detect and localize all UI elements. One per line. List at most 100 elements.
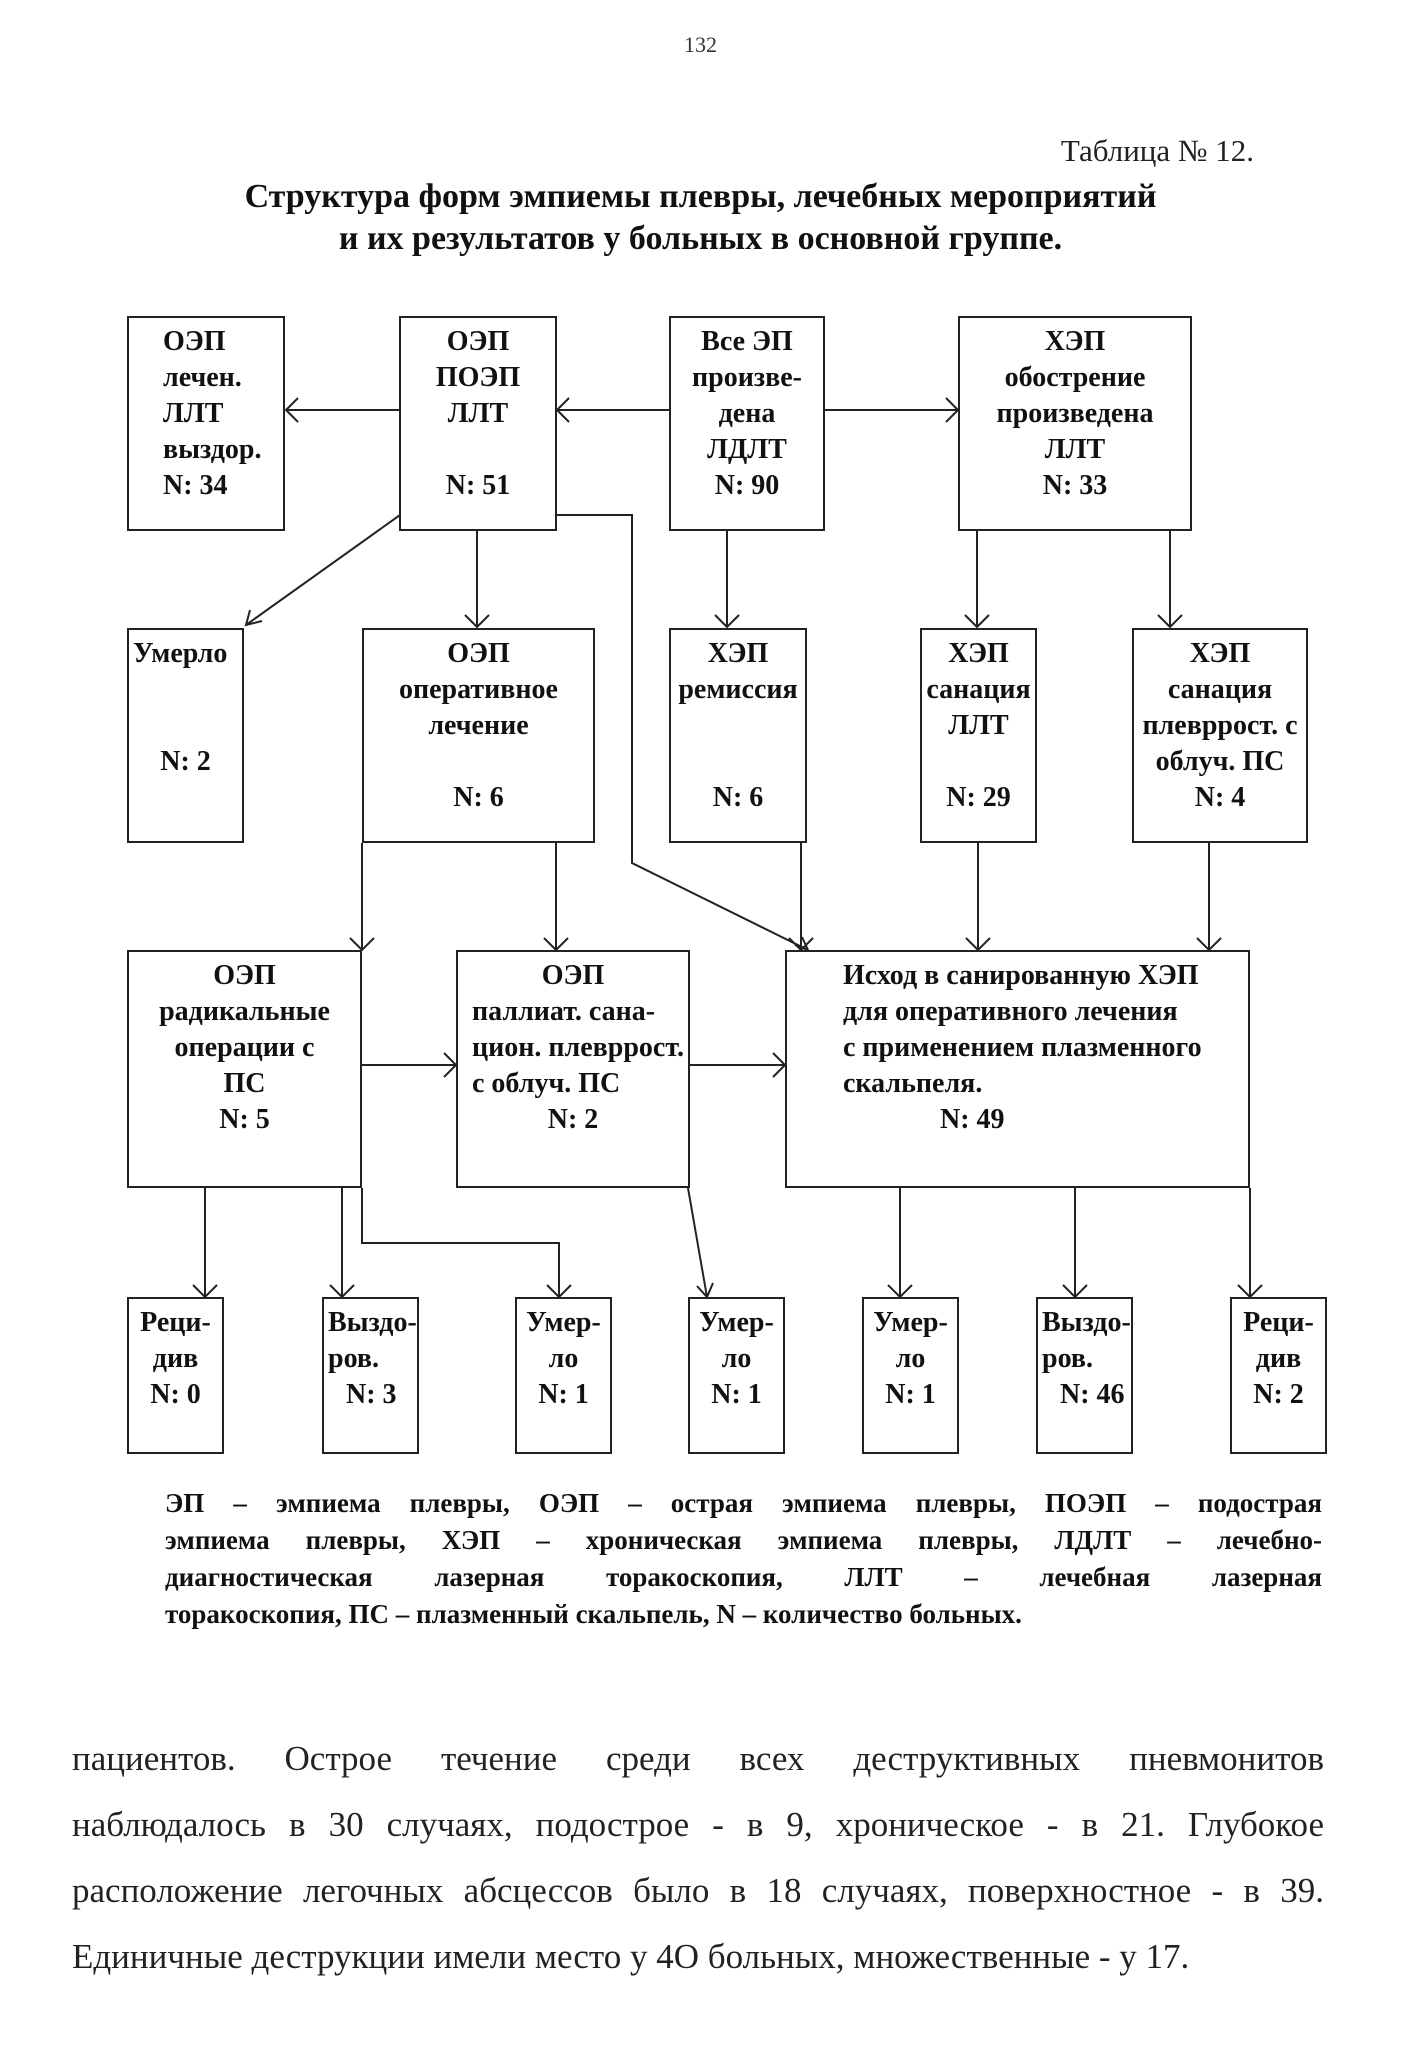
box-line: лечение bbox=[428, 710, 529, 741]
connector-line bbox=[245, 514, 401, 626]
box-line: оперативное bbox=[399, 674, 558, 705]
box-count: N: 4 bbox=[1194, 782, 1246, 813]
box-result-recovered-2: Выздо- ров. N: 46 bbox=[1036, 1297, 1133, 1454]
box-line: ОЭП bbox=[447, 638, 510, 669]
box-line: санация bbox=[1167, 674, 1273, 705]
box-line: лечен. bbox=[163, 362, 242, 393]
box-count: N: 2 bbox=[547, 1104, 599, 1135]
box-line: обострение bbox=[1004, 362, 1146, 393]
box-line: ОЭП bbox=[446, 326, 510, 357]
box-count: N: 90 bbox=[714, 470, 780, 501]
box-line: ОЭП bbox=[163, 326, 226, 357]
box-count: N: 3 bbox=[346, 1379, 397, 1410]
box-result-recovered-1: Выздо- ров. N: 3 bbox=[322, 1297, 419, 1454]
body-line: Единичные деструкции имели место у 4О бо… bbox=[72, 1937, 1190, 1976]
box-line: Умер- bbox=[873, 1307, 948, 1338]
box-count: N: 49 bbox=[940, 1104, 1005, 1135]
body-paragraph: пациентов. Острое течение среди всех дес… bbox=[72, 1726, 1324, 1990]
arrow-head bbox=[555, 397, 570, 423]
body-line: наблюдалось в 30 случаях, подострое - в … bbox=[72, 1805, 1324, 1844]
box-line bbox=[133, 672, 242, 708]
box-hep-sanation-llt: ХЭП санация ЛЛТ N: 29 bbox=[920, 628, 1037, 843]
arrow-head bbox=[349, 937, 375, 952]
box-line: Умер- bbox=[699, 1307, 774, 1338]
box-line: ХЭП bbox=[707, 638, 769, 669]
legend-line: ЭП – эмпиема плевры, ОЭП – острая эмпием… bbox=[165, 1488, 1322, 1518]
arrow-head bbox=[284, 397, 299, 423]
box-line: ЛЛТ bbox=[1044, 434, 1106, 465]
box-line: санация bbox=[926, 674, 1031, 705]
arrow-head bbox=[1157, 614, 1183, 629]
box-line: плевррост. с bbox=[1142, 710, 1298, 741]
box-line: Реци- bbox=[1243, 1307, 1314, 1338]
box-result-recurrence-2: Реци- див N: 2 bbox=[1230, 1297, 1327, 1454]
box-oep-operative: ОЭП оперативное лечение N: 6 bbox=[362, 628, 595, 843]
arrow-head bbox=[244, 609, 263, 627]
box-line: для оперативного лечения bbox=[843, 996, 1178, 1027]
box-line: ЛДЛТ bbox=[707, 434, 787, 465]
box-line: облуч. ПС bbox=[1155, 746, 1285, 777]
box-count: N: 5 bbox=[219, 1104, 270, 1135]
box-hep-exacerbation: ХЭП обострение произведена ЛЛТ N: 33 bbox=[958, 316, 1192, 531]
box-line: ХЭП bbox=[1044, 326, 1106, 357]
box-line: скальпеля. bbox=[843, 1068, 983, 1099]
legend-line: торакоскопия, ПС – плазменный скальпель,… bbox=[165, 1599, 1022, 1629]
box-line: ОЭП bbox=[213, 960, 276, 991]
box-count: N: 51 bbox=[445, 470, 511, 501]
box-line: Умер- bbox=[526, 1307, 601, 1338]
arrow-head bbox=[964, 614, 990, 629]
page-number: 132 bbox=[684, 32, 717, 57]
body-line: расположение легочных абсцессов было в 1… bbox=[72, 1871, 1324, 1910]
box-line: Все ЭП bbox=[701, 326, 793, 357]
box-line: ПС bbox=[223, 1068, 266, 1099]
box-count: N: 29 bbox=[946, 782, 1011, 813]
box-line: див bbox=[1255, 1343, 1302, 1374]
box-count: N: 2 bbox=[160, 746, 211, 777]
arrow-head bbox=[464, 614, 490, 629]
box-line: с применением плазменного bbox=[843, 1032, 1202, 1063]
box-line: Реци- bbox=[140, 1307, 211, 1338]
box-all-ep: Все ЭП произве- дена ЛДЛТ N: 90 bbox=[669, 316, 825, 531]
arrow-head bbox=[714, 614, 740, 629]
box-line: радикальные bbox=[159, 996, 330, 1027]
box-count: N: 6 bbox=[453, 782, 504, 813]
box-line bbox=[133, 708, 242, 744]
box-line: паллиат. сана- bbox=[472, 996, 656, 1027]
legend-line: диагностическая лазерная торакоскопия, Л… bbox=[165, 1562, 1322, 1592]
box-line: цион. плевррост. bbox=[472, 1032, 685, 1063]
box-count: N: 6 bbox=[712, 782, 764, 813]
box-line: див bbox=[152, 1343, 199, 1374]
legend-line: эмпиема плевры, ХЭП – хроническая эмпием… bbox=[165, 1525, 1322, 1555]
connector-line bbox=[361, 1188, 560, 1297]
page-title: Структура форм эмпиемы плевры, лечебных … bbox=[0, 176, 1401, 260]
box-line: выздор. bbox=[163, 434, 262, 465]
box-line: ОЭП bbox=[541, 960, 605, 991]
box-result-died-2: Умер- ло N: 1 bbox=[688, 1297, 785, 1454]
box-line: ЛЛТ bbox=[948, 710, 1009, 741]
box-count: N: 33 bbox=[1042, 470, 1108, 501]
table-label: Таблица № 12. bbox=[1060, 133, 1254, 168]
box-count: N: 34 bbox=[163, 470, 228, 501]
box-outcome-sanitized: Исход в санированную ХЭП для оперативног… bbox=[785, 950, 1250, 1188]
box-line: дена bbox=[718, 398, 776, 429]
title-line: Структура форм эмпиемы плевры, лечебных … bbox=[244, 178, 1157, 215]
box-hep-remission: ХЭП ремиссия N: 6 bbox=[669, 628, 807, 843]
box-line: ров. bbox=[1042, 1343, 1093, 1374]
box-result-died-1: Умер- ло N: 1 bbox=[515, 1297, 612, 1454]
box-line: ПОЭП bbox=[435, 362, 521, 393]
box-count: N: 1 bbox=[711, 1379, 762, 1410]
box-hep-sanation-plevrost: ХЭП санация плевррост. с облуч. ПС N: 4 bbox=[1132, 628, 1308, 843]
abbreviation-legend: ЭП – эмпиема плевры, ОЭП – острая эмпием… bbox=[165, 1485, 1322, 1633]
box-line: с облуч. ПС bbox=[472, 1068, 621, 1099]
box-line: операции с bbox=[174, 1032, 315, 1063]
title-line: и их результатов у больных в основной гр… bbox=[338, 220, 1063, 257]
box-line: ремиссия bbox=[678, 674, 798, 705]
box-line: Выздо- bbox=[1042, 1307, 1131, 1338]
box-died-top: Умерло N: 2 bbox=[127, 628, 244, 843]
box-result-died-3: Умер- ло N: 1 bbox=[862, 1297, 959, 1454]
box-line: Умерло bbox=[133, 638, 228, 669]
box-oep-poep: ОЭП ПОЭП ЛЛТ N: 51 bbox=[399, 316, 557, 531]
box-count: N: 1 bbox=[885, 1379, 936, 1410]
box-line: ЛЛТ bbox=[447, 398, 509, 429]
box-count: N: 46 bbox=[1060, 1379, 1125, 1410]
